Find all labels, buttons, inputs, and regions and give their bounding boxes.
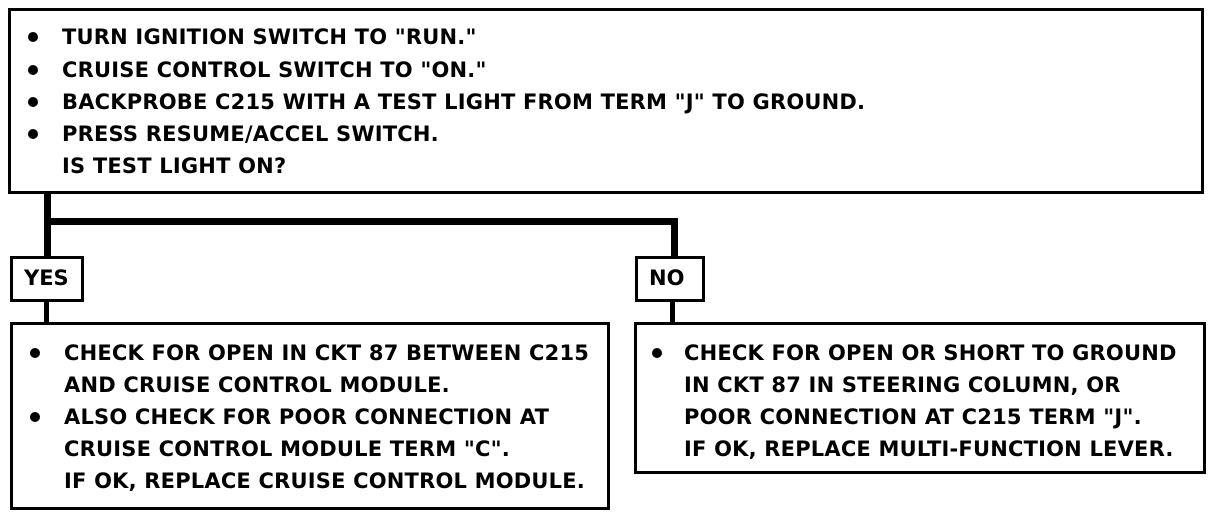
bullet-icon: [652, 348, 662, 358]
yes-label: YES: [24, 266, 69, 290]
step-turn-ignition: TURN IGNITION SWITCH TO "RUN.": [62, 25, 477, 49]
yes-label-box: [10, 256, 84, 302]
yes-check-open-line1: CHECK FOR OPEN IN CKT 87 BETWEEN C215: [64, 341, 590, 365]
no-check-open-line3: POOR CONNECTION AT C215 TERM "J".: [684, 405, 1142, 429]
connector-horizontal: [44, 218, 678, 225]
bullet-icon: [28, 32, 38, 42]
no-replace-lever: IF OK, REPLACE MULTI-FUNCTION LEVER.: [684, 437, 1174, 461]
step-cruise-switch: CRUISE CONTROL SWITCH TO "ON.": [62, 58, 487, 82]
step-backprobe: BACKPROBE C215 WITH A TEST LIGHT FROM TE…: [62, 90, 866, 114]
yes-replace-module: IF OK, REPLACE CRUISE CONTROL MODULE.: [64, 469, 585, 493]
yes-check-connection-line2: CRUISE CONTROL MODULE TERM "C".: [64, 437, 510, 461]
question-box: [8, 8, 1204, 194]
yes-check-connection-line1: ALSO CHECK FOR POOR CONNECTION AT: [64, 405, 550, 429]
yes-check-open-line2: AND CRUISE CONTROL MODULE.: [64, 373, 450, 397]
bullet-icon: [28, 129, 38, 139]
connector-yes-down: [44, 302, 49, 324]
bullet-icon: [28, 97, 38, 107]
no-check-open-line1: CHECK FOR OPEN OR SHORT TO GROUND: [684, 341, 1177, 365]
no-result-box: [634, 322, 1206, 474]
connector-left-down: [44, 194, 51, 256]
no-label-box: [635, 256, 705, 302]
no-check-open-line2: IN CKT 87 IN STEERING COLUMN, OR: [684, 373, 1121, 397]
connector-right-down: [671, 218, 678, 256]
bullet-icon: [28, 65, 38, 75]
step-press-resume: PRESS RESUME/ACCEL SWITCH.: [62, 122, 439, 146]
bullet-icon: [30, 348, 40, 358]
connector-no-down: [670, 302, 675, 322]
bullet-icon: [30, 412, 40, 422]
no-label: NO: [649, 266, 685, 290]
yes-result-box: [10, 322, 610, 510]
question-text: IS TEST LIGHT ON?: [62, 154, 287, 178]
